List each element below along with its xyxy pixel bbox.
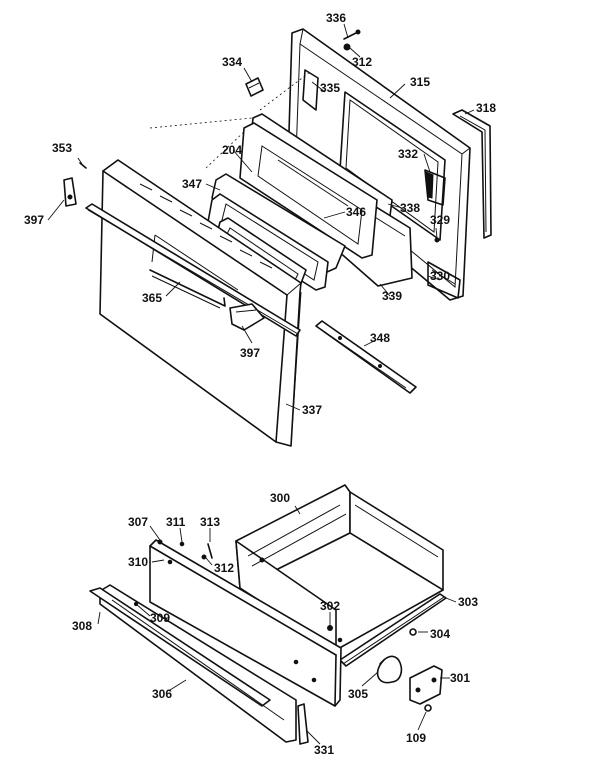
label-309: 309 — [150, 611, 170, 625]
label-365: 365 — [142, 291, 162, 305]
drawer-trim — [89, 584, 309, 745]
label-338: 338 — [400, 201, 420, 215]
drawer-spring — [376, 655, 403, 684]
label-308: 308 — [72, 619, 92, 633]
label-332: 332 — [398, 147, 418, 161]
label-397-left: 397 — [24, 213, 44, 227]
inner-door-liner — [287, 28, 471, 301]
label-304: 304 — [430, 627, 450, 641]
label-305: 305 — [348, 687, 368, 701]
label-109: 109 — [406, 731, 426, 745]
label-353: 353 — [52, 141, 72, 155]
screw-336 — [343, 29, 361, 40]
label-301: 301 — [450, 671, 470, 685]
label-347: 347 — [182, 177, 202, 191]
label-336: 336 — [326, 11, 346, 25]
label-311: 311 — [166, 515, 186, 529]
inner-glass-frame — [239, 122, 378, 259]
label-306: 306 — [152, 687, 172, 701]
clip-312-upper — [343, 43, 351, 51]
drawer-body — [235, 484, 447, 667]
label-315: 315 — [410, 75, 430, 89]
label-312-lower: 312 — [214, 561, 234, 575]
upper-leader-lines — [47, 23, 475, 411]
label-204: 204 — [222, 143, 242, 157]
lower-leader-lines — [97, 505, 457, 745]
label-348: 348 — [370, 331, 390, 345]
label-303: 303 — [458, 595, 478, 609]
label-318: 318 — [476, 101, 496, 115]
drawer-bracket — [409, 665, 443, 705]
label-300: 300 — [270, 491, 290, 505]
label-337: 337 — [302, 403, 322, 417]
label-329: 329 — [430, 213, 450, 227]
outer-door-panel — [99, 159, 302, 447]
handle-end-cap-left — [63, 177, 77, 207]
door-gasket-strip — [452, 109, 492, 239]
upper-part-labels: 336 312 334 335 315 318 204 332 353 347 … — [24, 11, 496, 417]
label-339: 339 — [382, 289, 402, 303]
label-302: 302 — [320, 599, 340, 613]
label-397-right: 397 — [240, 346, 260, 360]
label-335: 335 — [320, 81, 340, 95]
oven-door-assembly — [63, 28, 492, 447]
handle-end-cap-right — [229, 303, 265, 331]
label-331: 331 — [314, 743, 334, 757]
door-vent-strip — [315, 320, 417, 394]
label-313: 313 — [200, 515, 220, 529]
storage-drawer-assembly — [89, 484, 447, 745]
screw-329 — [434, 237, 440, 243]
label-334: 334 — [222, 55, 242, 69]
label-307: 307 — [128, 515, 148, 529]
lower-part-labels: 300 307 311 313 310 312 302 303 308 309 … — [72, 491, 478, 757]
label-346: 346 — [346, 205, 366, 219]
label-330: 330 — [430, 269, 450, 283]
door-handle — [85, 203, 301, 337]
label-312-upper: 312 — [352, 55, 372, 69]
screw-353 — [79, 162, 87, 169]
door-stop-334 — [245, 77, 264, 97]
drawer-front-panel — [149, 539, 342, 707]
door-vent-slots — [139, 183, 273, 269]
label-310: 310 — [128, 555, 148, 569]
